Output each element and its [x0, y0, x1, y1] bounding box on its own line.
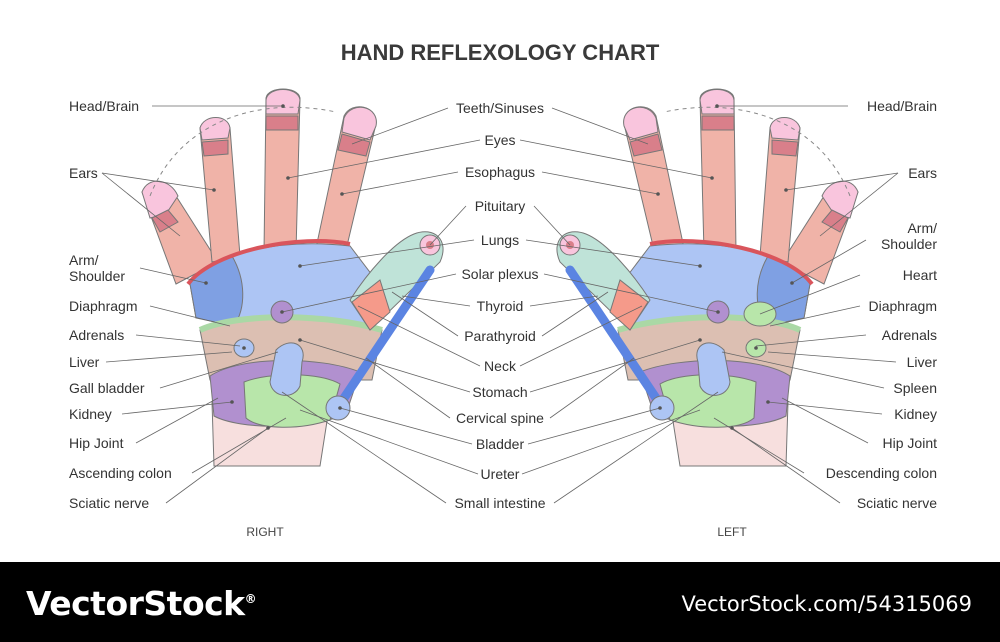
label-ears-right-hand: Ears: [69, 165, 98, 181]
label-thyroid: Thyroid: [477, 298, 524, 314]
diagram-area: HAND REFLEXOLOGY CHART: [69, 40, 938, 539]
fingertip-ring: [199, 117, 231, 141]
label-hip-joint-left-hand: Hip Joint: [883, 435, 938, 451]
cervical-spine: [331, 265, 435, 415]
cervical-spine: [565, 265, 669, 415]
label-ureter: Ureter: [481, 466, 520, 482]
logo-text: VectorStock: [26, 584, 245, 623]
left-hand-illustration: [556, 88, 859, 467]
label-small-intestine: Small intestine: [454, 495, 545, 511]
fingertip-ring: [769, 117, 801, 141]
label-stomach: Stomach: [472, 384, 527, 400]
band-pinky: [151, 209, 179, 233]
label-arm-right-hand: Arm/: [69, 252, 99, 268]
label-spleen: Spleen: [893, 380, 937, 396]
bladder-point: [325, 395, 351, 421]
dashed-arc-right-hand: [149, 106, 337, 197]
palm-top-edge: [649, 239, 814, 286]
label-hip-joint-right-hand: Hip Joint: [69, 435, 124, 451]
label-liver-left-hand: Liver: [907, 354, 938, 370]
label-diaphragm-right-hand: Diaphragm: [69, 298, 137, 314]
label-adrenals-right-hand: Adrenals: [69, 327, 124, 343]
label-sciatic-nerve-left-hand: Sciatic nerve: [857, 495, 937, 511]
label-sciatic-nerve-right-hand: Sciatic nerve: [69, 495, 149, 511]
fingertip-middle: [699, 89, 735, 115]
label-arm-left-hand: Arm/: [907, 220, 937, 236]
label-esophagus: Esophagus: [465, 164, 535, 180]
label-kidney-left-hand: Kidney: [894, 406, 937, 422]
palm-top-edge: [186, 239, 351, 286]
label-shoulder-right-hand: Shoulder: [69, 268, 125, 284]
label-heart: Heart: [903, 267, 937, 283]
label-lungs: Lungs: [481, 232, 519, 248]
band-index: [337, 133, 371, 157]
label-pituitary: Pituitary: [475, 198, 526, 214]
label-shoulder-left-hand: Shoulder: [881, 236, 937, 252]
label-cervical-spine: Cervical spine: [456, 410, 544, 426]
vectorstock-logo: VectorStock®: [26, 584, 257, 623]
label-liver-right-hand: Liver: [69, 354, 100, 370]
vectorstock-url: VectorStock.com/54315069: [681, 592, 972, 616]
chart-title: HAND REFLEXOLOGY CHART: [341, 40, 660, 65]
label-solar-plexus: Solar plexus: [461, 266, 538, 282]
label-parathyroid: Parathyroid: [464, 328, 536, 344]
registered-mark: ®: [244, 592, 257, 606]
label-adrenals-left-hand: Adrenals: [882, 327, 937, 343]
caption-right-hand: RIGHT: [246, 525, 284, 539]
fingertip-middle: [265, 89, 301, 115]
label-bladder: Bladder: [476, 436, 525, 452]
band-pinky: [821, 209, 849, 233]
label-eyes: Eyes: [484, 132, 515, 148]
band-index: [629, 133, 663, 157]
liver-gallbladder: [269, 342, 304, 396]
label-gall-bladder: Gall bladder: [69, 380, 145, 396]
band-middle: [265, 115, 299, 131]
label-head-brain-right-hand: Head/Brain: [69, 98, 139, 114]
fingertip-index: [341, 106, 377, 141]
right-hand-illustration: [141, 88, 444, 467]
label-descending-colon: Descending colon: [826, 465, 937, 481]
band-middle: [701, 115, 735, 131]
liver-spleen: [696, 342, 731, 396]
bladder-point: [649, 395, 675, 421]
fingertip-index: [623, 106, 659, 141]
caption-left-hand: LEFT: [717, 525, 747, 539]
label-teeth-sinuses: Teeth/Sinuses: [456, 100, 544, 116]
reflexology-diagram: HAND REFLEXOLOGY CHART: [69, 40, 938, 539]
label-kidney-right-hand: Kidney: [69, 406, 112, 422]
label-diaphragm-left-hand: Diaphragm: [869, 298, 937, 314]
leader-lines: [101, 105, 899, 504]
label-ascending-colon: Ascending colon: [69, 465, 172, 481]
band-ring: [201, 139, 229, 157]
leader-dots: [204, 104, 794, 430]
label-head-brain-left-hand: Head/Brain: [867, 98, 937, 114]
label-neck: Neck: [484, 358, 517, 374]
watermark-footer: VectorStock® VectorStock.com/54315069: [0, 562, 1000, 642]
band-ring: [771, 139, 799, 157]
label-ears-left-hand: Ears: [908, 165, 937, 181]
dashed-arc-left-hand: [663, 106, 851, 197]
